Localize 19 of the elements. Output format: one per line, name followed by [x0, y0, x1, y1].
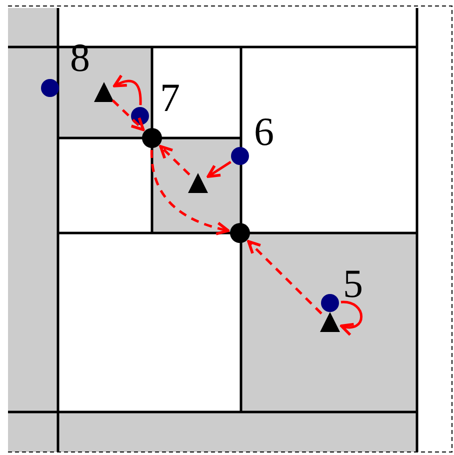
dot	[41, 79, 59, 97]
cell-number: 7	[160, 78, 180, 118]
arrow	[112, 99, 145, 132]
triangle-marker	[188, 173, 208, 193]
arrow	[206, 160, 232, 178]
dot	[230, 223, 250, 243]
dot	[142, 128, 162, 148]
triangle-marker	[94, 82, 114, 102]
cell-number: 5	[343, 264, 363, 304]
dot	[321, 294, 339, 312]
arrow	[247, 240, 322, 314]
arrow	[340, 300, 362, 336]
arrow	[159, 145, 190, 176]
cell-number: 6	[254, 112, 274, 152]
triangle-marker	[320, 312, 340, 332]
dot	[131, 107, 149, 125]
arrow	[112, 74, 142, 106]
dot	[231, 147, 249, 165]
arrow	[150, 150, 230, 235]
